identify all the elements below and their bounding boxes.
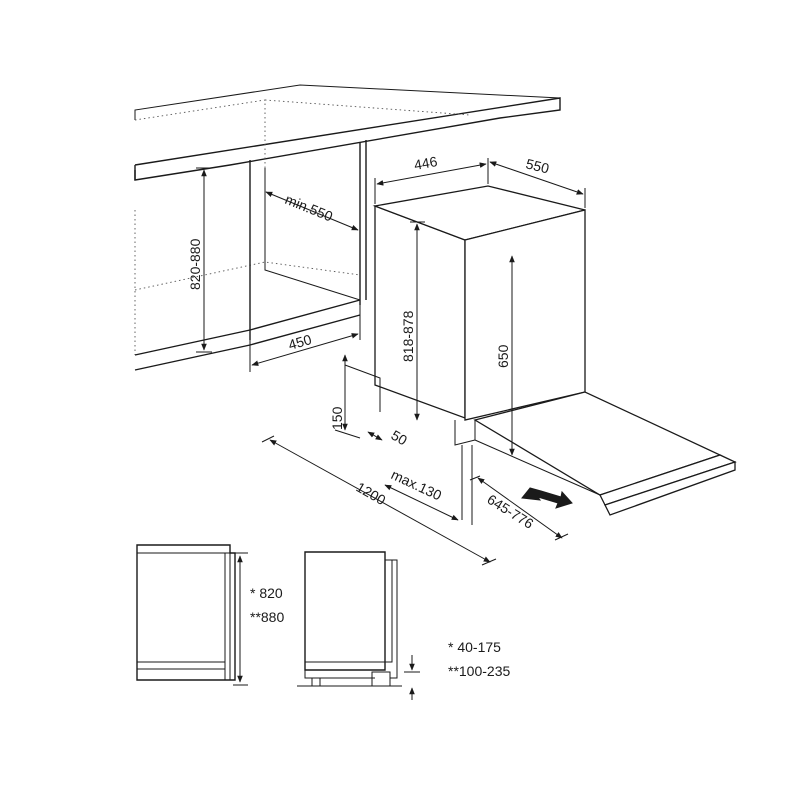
appliance-depth-label: 550 [524,155,551,176]
cabinet-height-dimension: 820-880 [187,167,212,353]
appliance-height-dimension: 818-878 [400,221,425,421]
cabinet-side-view [136,544,236,681]
kitchen-cabinet-niche [134,84,561,371]
legend: * 40-175 **100-235 [448,639,510,679]
appliance-width-dimension: 446 [374,153,489,204]
side-height-label-2: **880 [250,609,284,625]
plinth-setback-label: 50 [389,427,411,449]
foot-adjust-dimension [404,655,420,700]
open-depth-label: 1200 [354,479,389,509]
niche-depth-dimension: min.550 [265,191,359,231]
side-height-label-1: * 820 [250,585,283,601]
dishwasher-body [344,185,586,525]
open-door [473,391,737,516]
door-clearance-label: max.130 [389,466,445,503]
niche-depth-label: min.550 [283,191,335,225]
legend-line-2: **100-235 [448,663,510,679]
plinth-setback-dimension: 50 [367,427,411,449]
door-height-label: 650 [495,344,511,368]
appliance-height-label: 818-878 [400,310,416,362]
side-height-dimension: * 820 **880 [233,552,284,686]
door-clearance-dimension: max.130 [384,466,459,521]
door-travel-dimension: 645-776 [469,475,569,541]
appliance-side-view [297,551,402,687]
slide-direction-icon [521,487,573,509]
open-depth-dimension: 1200 [261,435,497,566]
niche-width-label: 450 [286,331,313,353]
plinth-height-dimension: 150 [329,354,361,439]
legend-line-1: * 40-175 [448,639,501,655]
niche-width-dimension: 450 [249,305,361,372]
appliance-width-label: 446 [413,153,439,173]
appliance-depth-dimension: 550 [489,155,586,208]
cabinet-height-label: 820-880 [187,238,203,290]
door-height-dimension: 650 [495,255,515,456]
plinth-height-label: 150 [329,406,345,430]
